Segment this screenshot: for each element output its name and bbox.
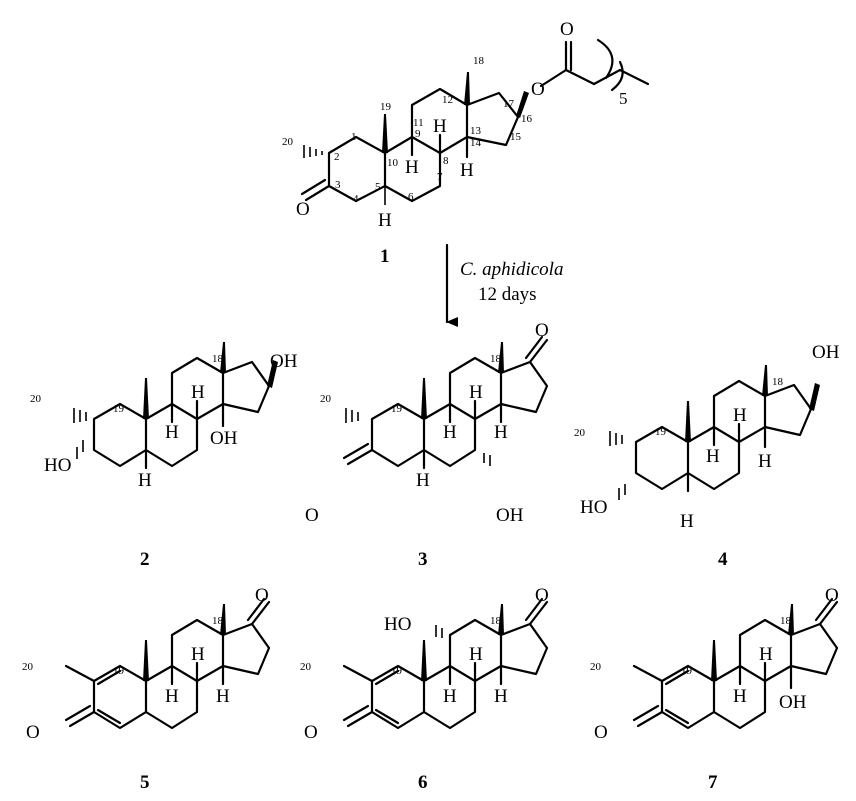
atom-h: H — [191, 644, 205, 665]
atom-ho: HO — [44, 455, 71, 476]
carbon-number: 18 — [212, 615, 224, 627]
atom-o: O — [255, 585, 269, 606]
carbon-number: 19 — [391, 403, 403, 415]
carbon-number: 19 — [681, 665, 693, 677]
carbon-number: 18 — [772, 376, 784, 388]
compound-6-structure — [342, 597, 549, 730]
atom-h: H — [680, 511, 694, 532]
carbon-number: 20 — [574, 427, 586, 439]
atom-o: O — [560, 19, 574, 40]
atom-h: H — [216, 686, 230, 707]
carbon-number: 20 — [30, 393, 42, 405]
compound-label: 3 — [418, 549, 428, 570]
atom-h: H — [165, 686, 179, 707]
atom-oh: OH — [210, 428, 238, 449]
atom-h: H — [469, 644, 483, 665]
carbon-number: 11 — [413, 117, 424, 129]
carbon-number: 19 — [113, 665, 125, 677]
atom-h: H — [443, 686, 457, 707]
carbon-number: 18 — [490, 615, 502, 627]
compound-label: 6 — [418, 772, 428, 793]
atom-h: H — [469, 382, 483, 403]
compound-3-structure — [342, 335, 549, 470]
carbon-number: 1 — [351, 131, 357, 143]
atom-h: H — [165, 422, 179, 443]
carbon-number: 20 — [320, 393, 332, 405]
atom-h: H — [733, 686, 747, 707]
compound-1-structure — [300, 38, 650, 205]
compound-label: 2 — [140, 549, 150, 570]
compound-label: 7 — [708, 772, 718, 793]
carbon-number: 18 — [212, 353, 224, 365]
atom-h: H — [494, 686, 508, 707]
atom-h: H — [706, 446, 720, 467]
carbon-number: 5 — [375, 181, 381, 193]
reaction-organism: C. aphidicola — [460, 259, 563, 280]
atom-o: O — [594, 722, 608, 743]
compound-label: 1 — [380, 246, 390, 267]
compound-4-structure — [609, 365, 820, 500]
carbon-number: 18 — [780, 615, 792, 627]
carbon-number: 19 — [380, 101, 392, 113]
carbon-number: 18 — [490, 353, 502, 365]
atom-o: O — [305, 505, 319, 526]
atom-o: O — [535, 585, 549, 606]
atom-ho: HO — [384, 614, 411, 635]
compound-label: 5 — [140, 772, 150, 793]
compound-5-structure — [64, 597, 271, 730]
carbon-number: 9 — [415, 128, 421, 140]
compound-2-structure — [73, 342, 278, 470]
atom-o: O — [825, 585, 839, 606]
atom-h: H — [758, 451, 772, 472]
atom-oh: OH — [496, 505, 524, 526]
carbon-number: 17 — [503, 98, 515, 110]
atom-h: H — [416, 470, 430, 491]
carbon-number: 13 — [470, 125, 482, 137]
atom-h: H — [191, 382, 205, 403]
carbon-number: 19 — [655, 426, 667, 438]
atom-h: H — [443, 422, 457, 443]
carbon-number: 20 — [590, 661, 602, 673]
carbon-number: 12 — [442, 94, 453, 106]
compound-label: 4 — [718, 549, 728, 570]
carbon-number: 3 — [335, 179, 341, 191]
ester-repeat-count: 5 — [619, 89, 628, 108]
carbon-number: 16 — [521, 113, 533, 125]
atom-h: H — [405, 157, 419, 178]
hash-bond — [303, 145, 323, 158]
atom-h: H — [460, 160, 474, 181]
atom-o: O — [531, 79, 545, 100]
atom-h: H — [433, 116, 447, 137]
carbon-number: 20 — [282, 136, 294, 148]
atom-oh: OH — [812, 342, 840, 363]
carbon-number: 4 — [353, 193, 359, 205]
carbon-number: 20 — [22, 661, 34, 673]
reaction-duration: 12 days — [478, 284, 537, 305]
atom-oh: OH — [779, 692, 807, 713]
carbon-number: 7 — [437, 171, 443, 183]
carbon-number: 8 — [443, 155, 449, 167]
compound-7-structure — [632, 597, 839, 730]
atom-h: H — [494, 422, 508, 443]
carbon-number: 10 — [387, 157, 399, 169]
carbon-number: 15 — [510, 131, 522, 143]
atom-h: H — [733, 405, 747, 426]
carbon-number: 20 — [300, 661, 312, 673]
atom-h: H — [378, 210, 392, 231]
carbon-number: 19 — [391, 665, 403, 677]
atom-o: O — [26, 722, 40, 743]
atom-o: O — [535, 320, 549, 341]
carbon-number: 18 — [473, 55, 485, 67]
atom-ho: HO — [580, 497, 607, 518]
atom-h: H — [759, 644, 773, 665]
carbon-number: 14 — [470, 137, 482, 149]
atom-o: O — [304, 722, 318, 743]
atom-oh: OH — [270, 351, 298, 372]
atom-h: H — [138, 470, 152, 491]
carbon-number: 19 — [113, 403, 125, 415]
carbon-number: 2 — [334, 151, 340, 163]
carbon-number: 6 — [408, 191, 414, 203]
atom-o: O — [296, 199, 310, 220]
